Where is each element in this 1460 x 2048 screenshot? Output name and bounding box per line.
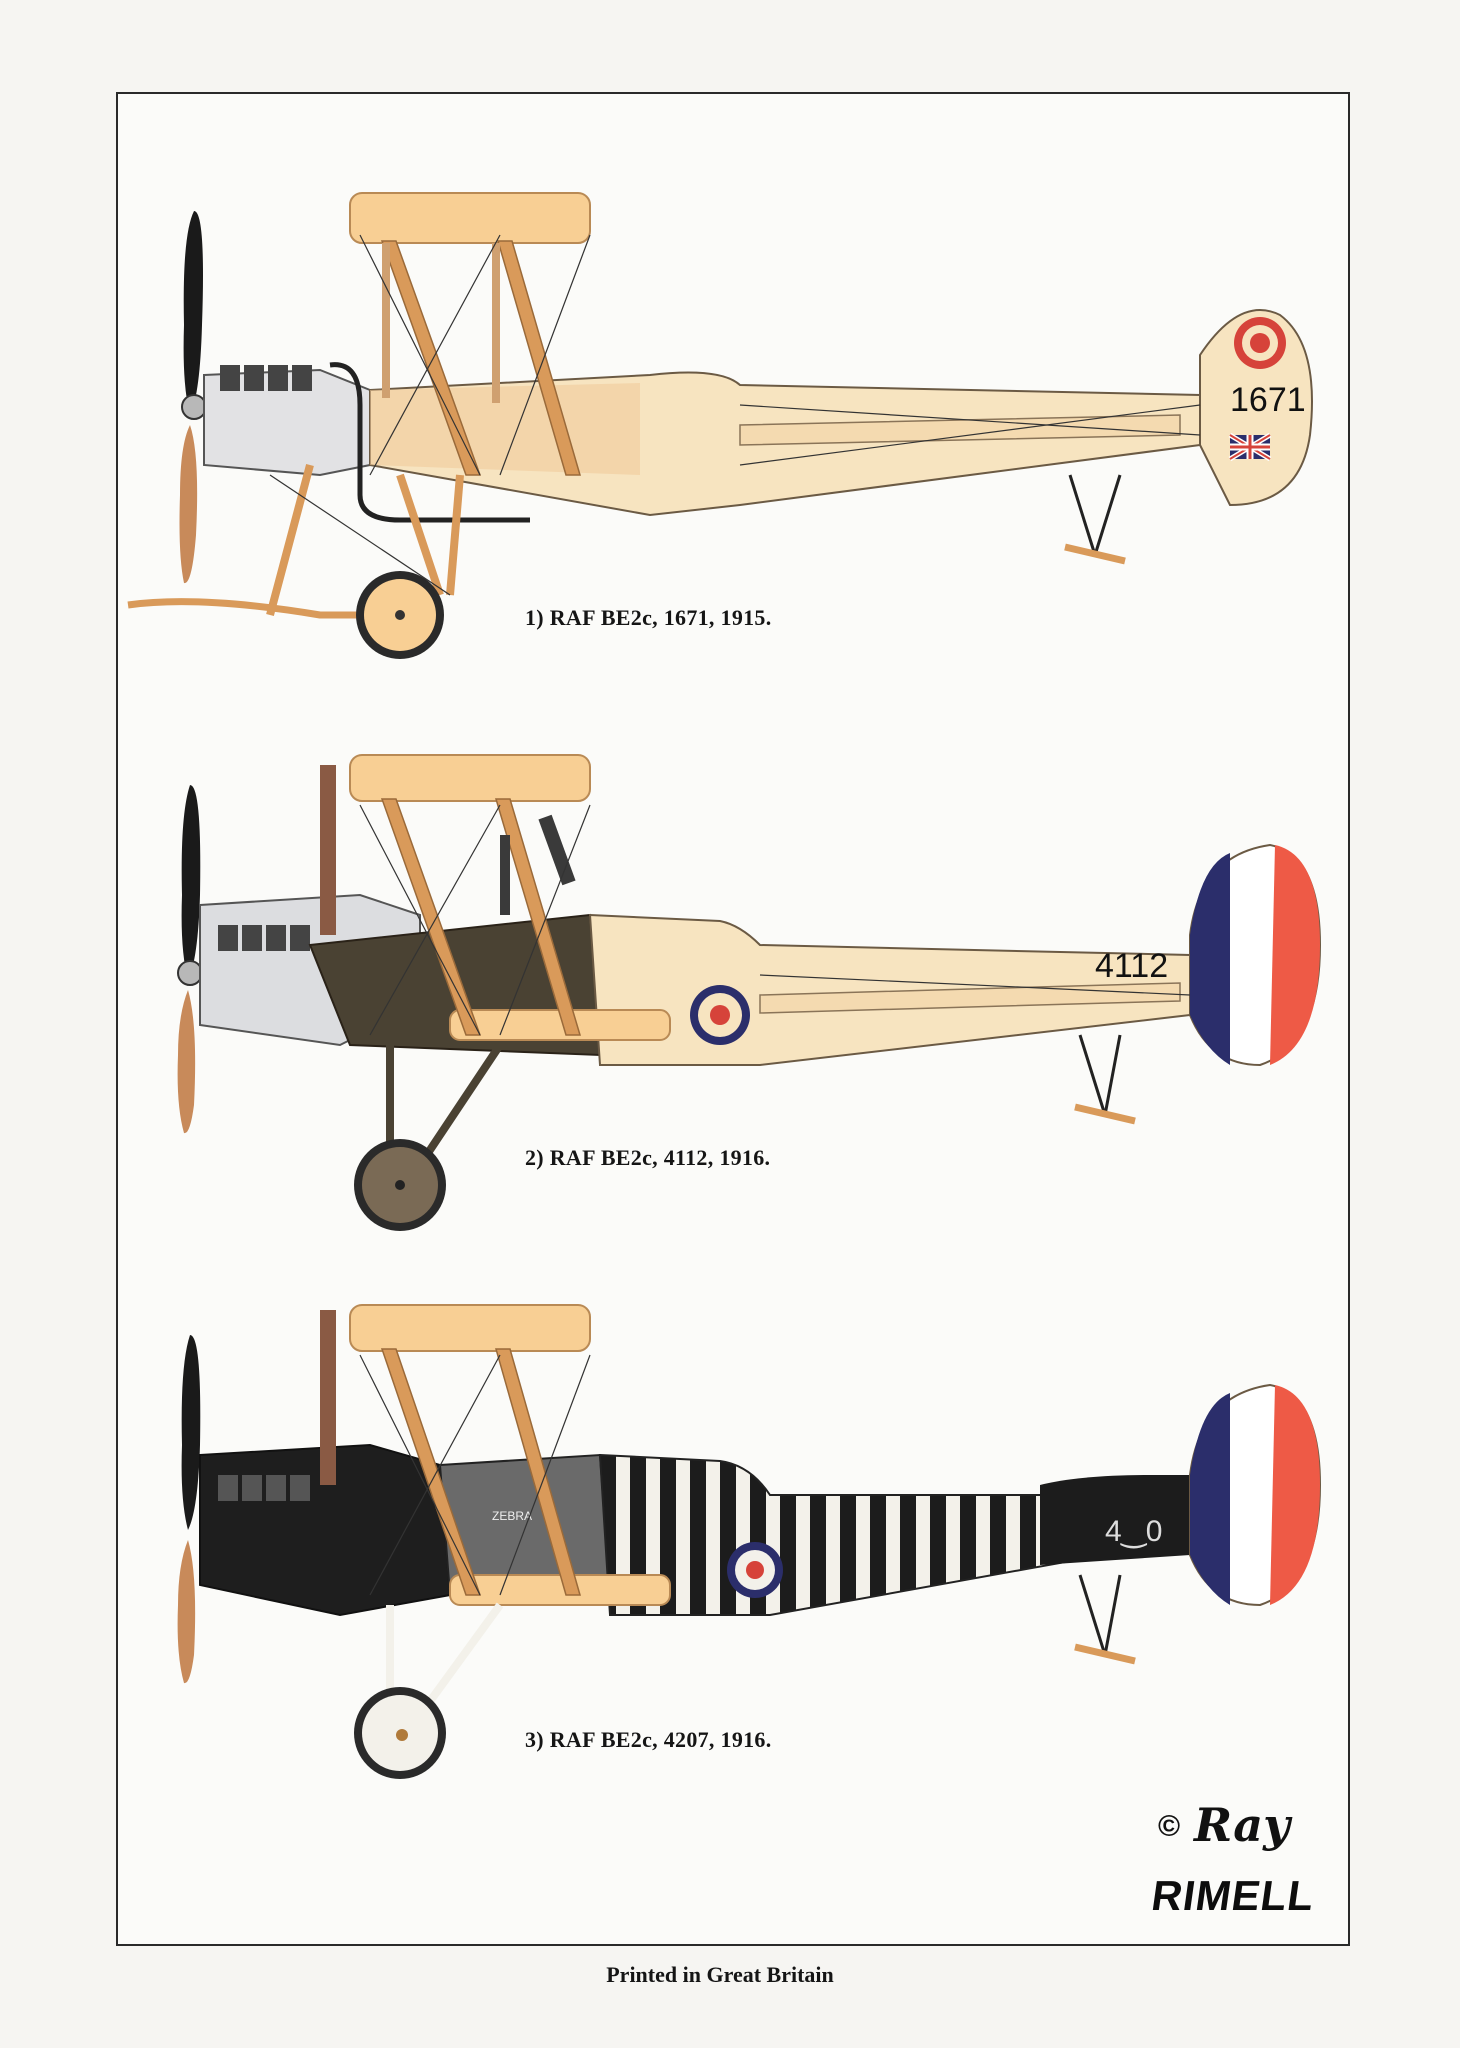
artist-copyright-logo: © Ray RIMELL	[1148, 1798, 1342, 1934]
aircraft-illustration-3: ZEBRA 4‿0	[177, 1304, 1322, 1779]
artist-brand: RIMELL	[1148, 1872, 1318, 1919]
aircraft-illustration-1: 1671	[127, 192, 1313, 659]
plate-caption-3: 3) RAF BE2c, 4207, 1916.	[525, 1727, 772, 1752]
plate-caption-1: 1) RAF BE2c, 1671, 1915.	[525, 605, 772, 630]
serial-marking-1: 1671	[1230, 381, 1306, 419]
copyright-symbol: ©	[1158, 1810, 1181, 1843]
aircraft-plate-3: ZEBRA 4‿0 3) RAF BE2c, 4207, 1916.	[120, 1295, 1340, 1795]
aircraft-plate-1: 1671 1) RAF BE2c, 1671, 1915.	[120, 175, 1340, 675]
artist-signature: Ray	[1194, 1798, 1290, 1852]
serial-marking-2: 4112	[1095, 947, 1168, 985]
fuselage-name: ZEBRA	[492, 1509, 532, 1523]
serial-marking-3: 4‿0	[1105, 1515, 1162, 1548]
aircraft-plate-2: 4112 2) RAF BE2c, 4112, 1916.	[120, 745, 1340, 1245]
plate-caption-2: 2) RAF BE2c, 4112, 1916.	[525, 1145, 771, 1170]
footer-print-note: Printed in Great Britain	[606, 1962, 834, 1987]
aircraft-illustration-2: 4112	[177, 754, 1322, 1231]
